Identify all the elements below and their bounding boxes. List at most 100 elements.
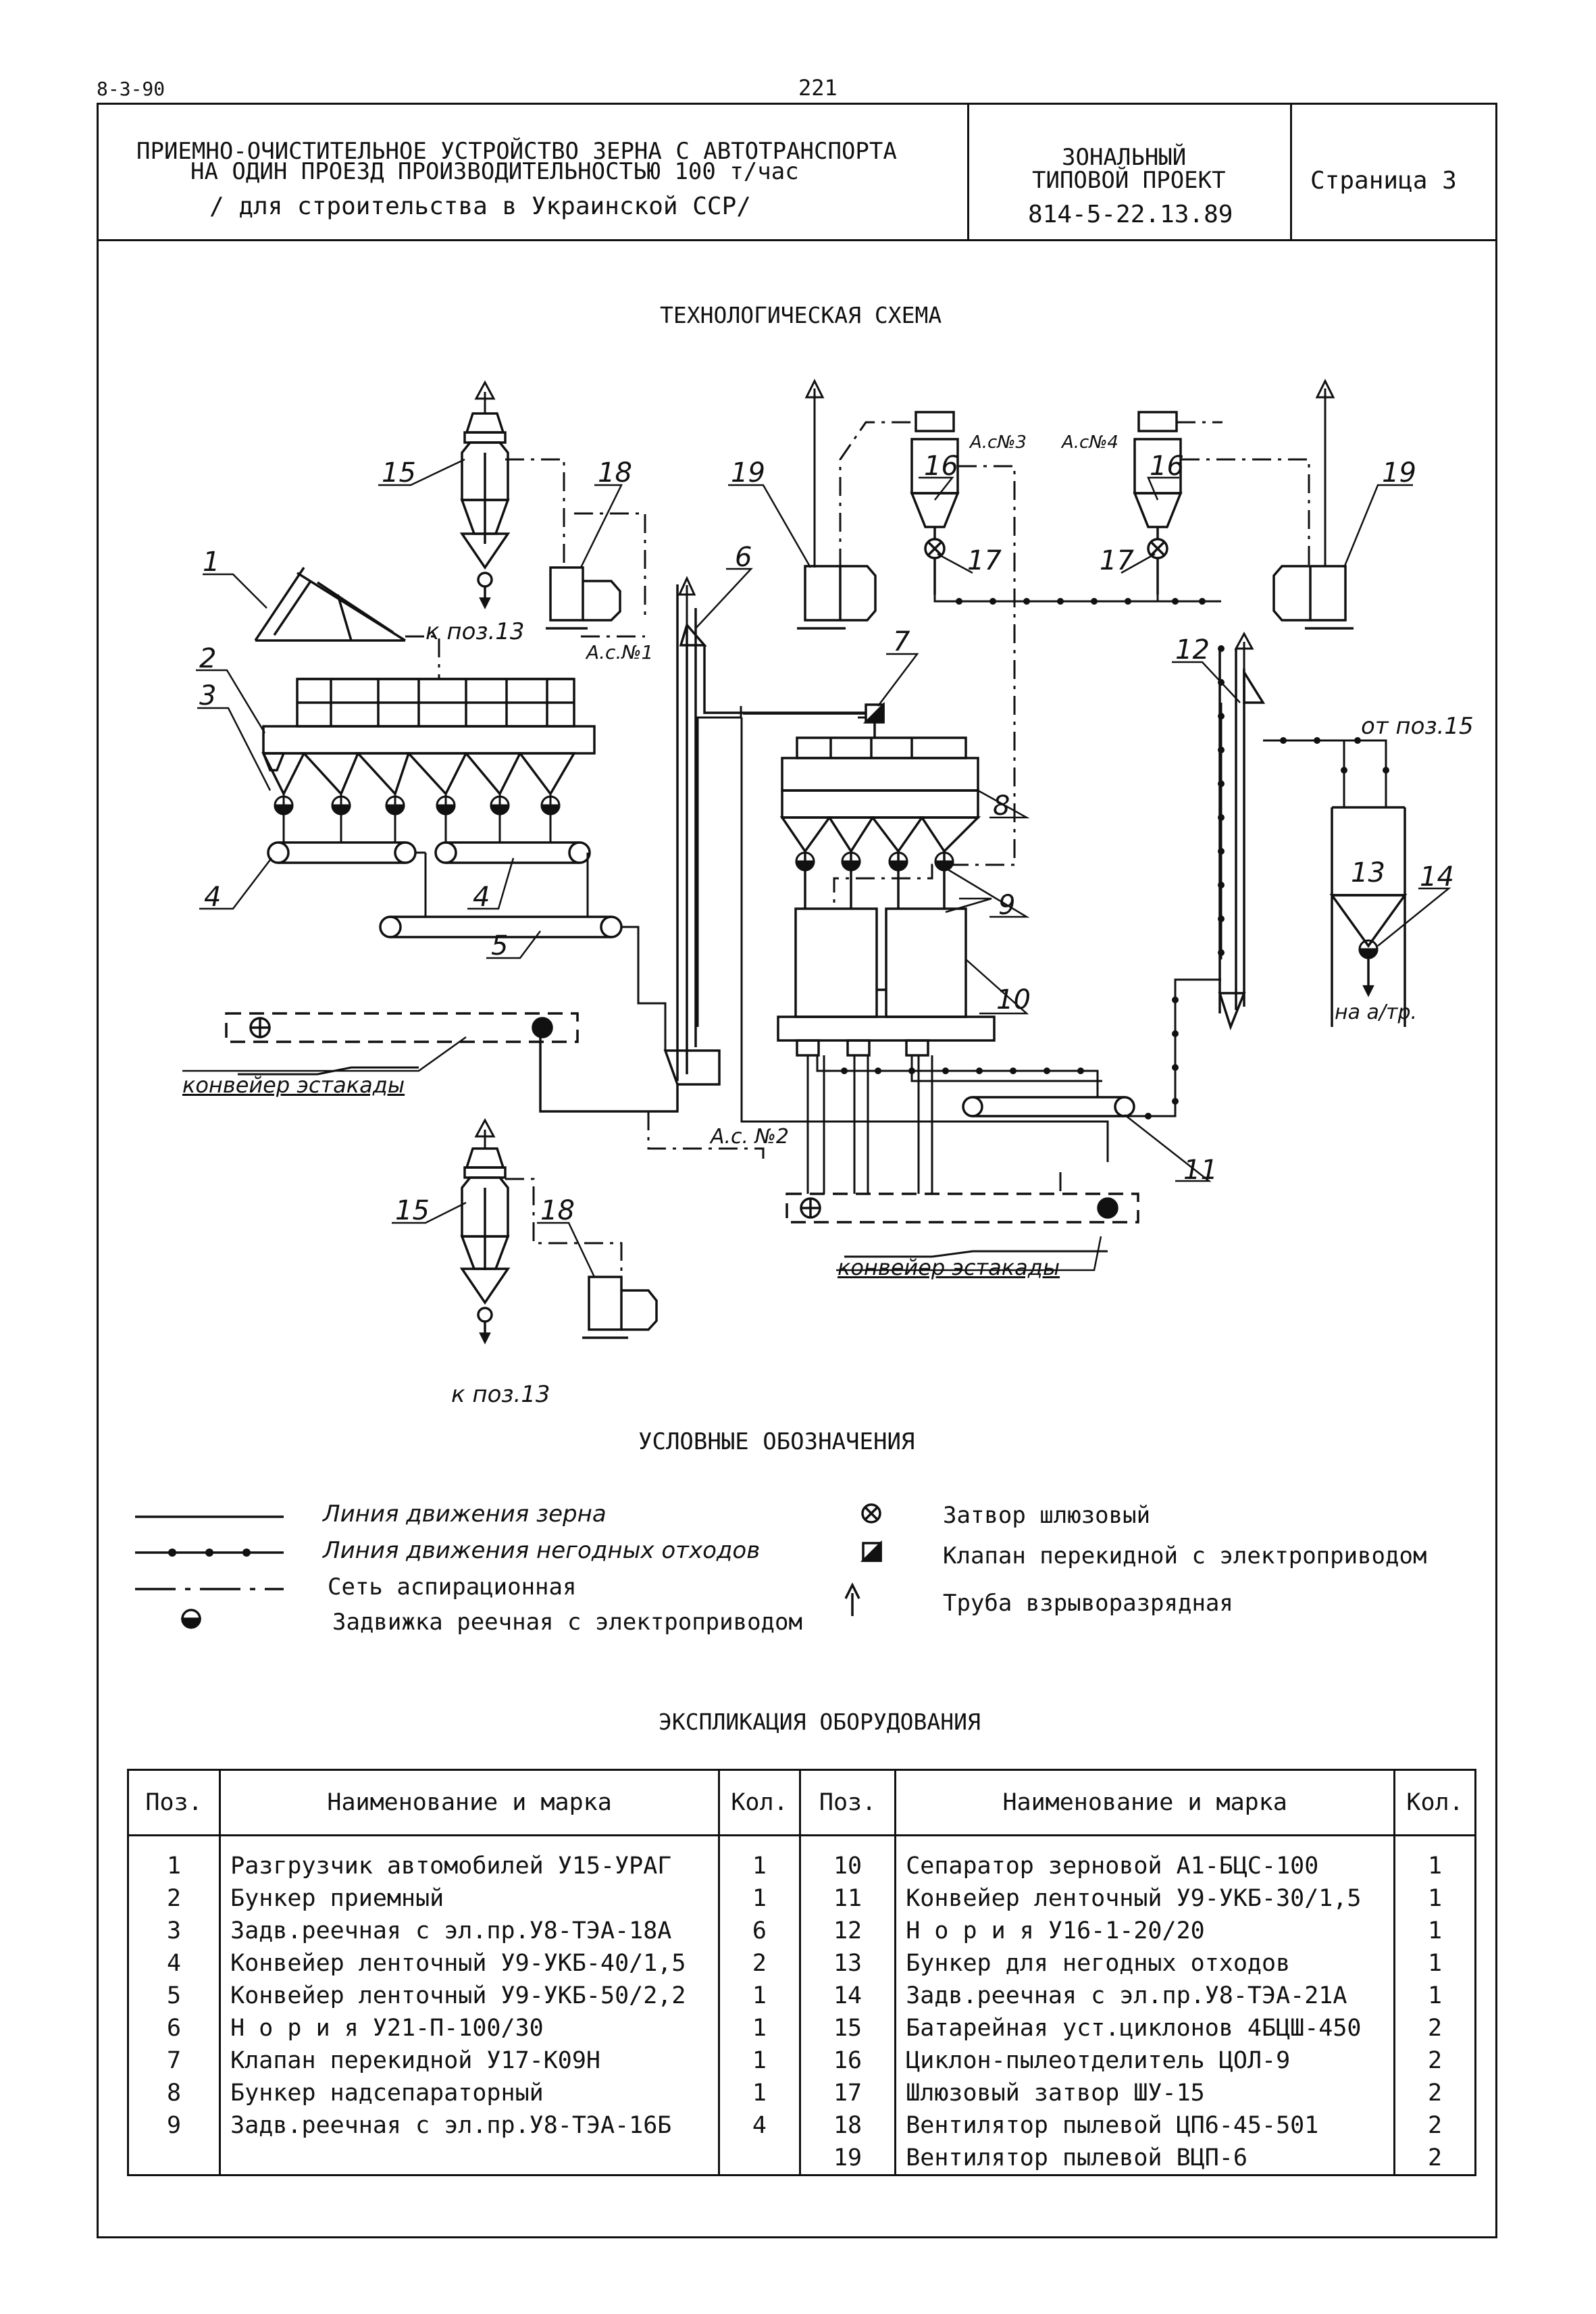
cell-name-2: Вентилятор пылевой ЦП6-45-501 [894, 2109, 1396, 2142]
cell-qty-2: 2 [1393, 2109, 1476, 2142]
separator-outlets [740, 718, 1109, 1194]
header-page-label: Страница 3 [1310, 167, 1457, 195]
label-aspiration-4: А.с№4 [1062, 432, 1118, 453]
legend-label-aspiration: Сеть аспирационная [328, 1574, 577, 1601]
cell-name: Н о р и я У21-П-100/30 [219, 2012, 721, 2044]
label-to-pos13-top: к поз.13 [426, 618, 525, 645]
legend-label-rack-gate: Задвижка реечная с электроприводом [332, 1609, 802, 1636]
header-title-line1: ПРИЕМНО-ОЧИСТИТЕЛЬНОЕ УСТРОЙСТВО ЗЕРНА С… [136, 138, 897, 165]
cell-qty: 1 [718, 1980, 801, 2012]
cell-pos: 4 [126, 1947, 222, 1980]
header-pos-2: Поз. [798, 1769, 897, 1836]
header-project-number: 814-5-22.13.89 [1028, 201, 1233, 228]
label-pos-14: 14 [1420, 861, 1454, 892]
cell-name: Конвейер ленточный У9-УКБ-50/2,2 [219, 1980, 721, 2012]
header-project-line2: ТИПОВОЙ ПРОЕКТ [1032, 167, 1226, 194]
cyclone-battery-bottom [459, 1147, 511, 1344]
label-aspiration-1: А.с.№1 [586, 641, 654, 663]
cell-name: Клапан перекидной У17-К09Н [219, 2044, 721, 2077]
cell-pos: 9 [126, 2109, 222, 2142]
cell-name-2: Циклон-пылеотделитель ЦОЛ-9 [894, 2044, 1396, 2077]
aspiration-network [405, 421, 1310, 1277]
label-aspiration-3: А.с№3 [970, 432, 1027, 453]
header-pos: Поз. [126, 1769, 222, 1836]
cyclone-battery-top [459, 412, 511, 609]
label-to-pos13-bottom: к поз.13 [451, 1381, 550, 1408]
label-pos-19-left: 19 [731, 457, 765, 488]
header-title-line3: / для строительства в Украинской ССР/ [209, 193, 751, 220]
cell-qty-2: 2 [1393, 2012, 1476, 2044]
label-pos-3: 3 [199, 680, 217, 711]
header-title-line2: НА ОДИН ПРОЕЗД ПРОИЗВОДИТЕЛЬНОСТЬЮ 100 т… [190, 158, 799, 185]
cell-qty-2: 2 [1393, 2044, 1476, 2077]
cell-qty: 1 [718, 1882, 801, 1915]
document-code: 8-3-90 [97, 78, 165, 100]
legend-label-switch-valve: Клапан перекидной с электроприводом [943, 1542, 1427, 1569]
title-block-divider [97, 239, 1495, 241]
cell-name: Задв.реечная с эл.пр.У8-ТЭА-18А [219, 1915, 721, 1947]
rack-gates [274, 795, 1379, 959]
fan-18-top [546, 566, 621, 630]
header-qty: Кол. [718, 1769, 801, 1836]
legend-title: УСЛОВНЫЕ ОБОЗНАЧЕНИЯ [638, 1428, 915, 1455]
cell-pos-2: 12 [798, 1915, 897, 1947]
cell-pos-2: 18 [798, 2109, 897, 2142]
page-number: 221 [798, 75, 838, 101]
header-qty-2: Кол. [1393, 1769, 1476, 1836]
label-pos-19-right: 19 [1382, 457, 1416, 488]
cell-qty-2: 1 [1393, 1915, 1476, 1947]
overhead-conveyor-right [786, 1192, 1139, 1258]
separator-bunker-8 [779, 736, 981, 854]
cell-qty-2: 1 [1393, 1835, 1476, 1882]
cell-pos: 8 [126, 2077, 222, 2109]
waste-bunker-13 [1329, 806, 1408, 1027]
fan-19-left [797, 565, 877, 630]
cell-qty-2: 2 [1393, 2142, 1476, 2176]
cell-name-2: Вентилятор пылевой ВЦП-6 [894, 2142, 1396, 2176]
cell-qty: 4 [718, 2109, 801, 2142]
cell-name: Конвейер ленточный У9-УКБ-40/1,5 [219, 1947, 721, 1980]
cell-pos: 5 [126, 1980, 222, 2012]
label-pos-9: 9 [998, 890, 1016, 921]
title-block-vline-2 [1290, 103, 1292, 239]
cell-pos [126, 2142, 222, 2176]
cell-pos-2: 17 [798, 2077, 897, 2109]
fan-18-bottom [582, 1276, 658, 1339]
cell-qty: 2 [718, 1947, 801, 1980]
cell-pos-2: 15 [798, 2012, 897, 2044]
label-pos-13: 13 [1351, 857, 1385, 888]
cell-pos-2: 10 [798, 1835, 897, 1882]
label-pos-2: 2 [199, 643, 217, 674]
legend-symbols [135, 1503, 882, 1629]
legend-vent-pipe-symbol [844, 1582, 860, 1616]
legend-switch-valve-symbol [860, 1540, 882, 1562]
explication-table: Поз. Наименование и марка Кол. Поз. Наим… [126, 1769, 1476, 2176]
scheme-title: ТЕХНОЛОГИЧЕСКАЯ СХЕМА [660, 302, 942, 328]
label-pos-10: 10 [996, 984, 1031, 1015]
cell-name-2: Батарейная уст.циклонов 4БЦШ-450 [894, 2012, 1396, 2044]
legend-sluice-gate-symbol [861, 1503, 881, 1524]
cell-pos-2: 13 [798, 1947, 897, 1980]
label-pos-16-right: 16 [1150, 451, 1184, 482]
legend-label-sluice-gate: Затвор шлюзовый [943, 1502, 1151, 1529]
label-pos-17-left: 17 [967, 545, 1002, 576]
cell-name: Разгрузчик автомобилей У15-УРАГ [219, 1835, 721, 1882]
label-aspiration-2: А.с. №2 [711, 1125, 789, 1149]
cell-name-2: Сепаратор зерновой А1-БЦС-100 [894, 1835, 1396, 1882]
label-from-pos15: от поз.15 [1361, 713, 1474, 740]
label-pos-6: 6 [735, 542, 752, 573]
label-conveyor-left: конвейер эстакады [182, 1072, 405, 1098]
cell-name: Бункер приемный [219, 1882, 721, 1915]
cell-name: Задв.реечная с эл.пр.У8-ТЭА-16Б [219, 2109, 721, 2142]
label-pos-8: 8 [993, 790, 1010, 822]
cell-pos-2: 11 [798, 1882, 897, 1915]
cell-pos: 2 [126, 1882, 222, 1915]
label-pos-4-right: 4 [473, 882, 490, 913]
truck-unloader [254, 567, 406, 642]
